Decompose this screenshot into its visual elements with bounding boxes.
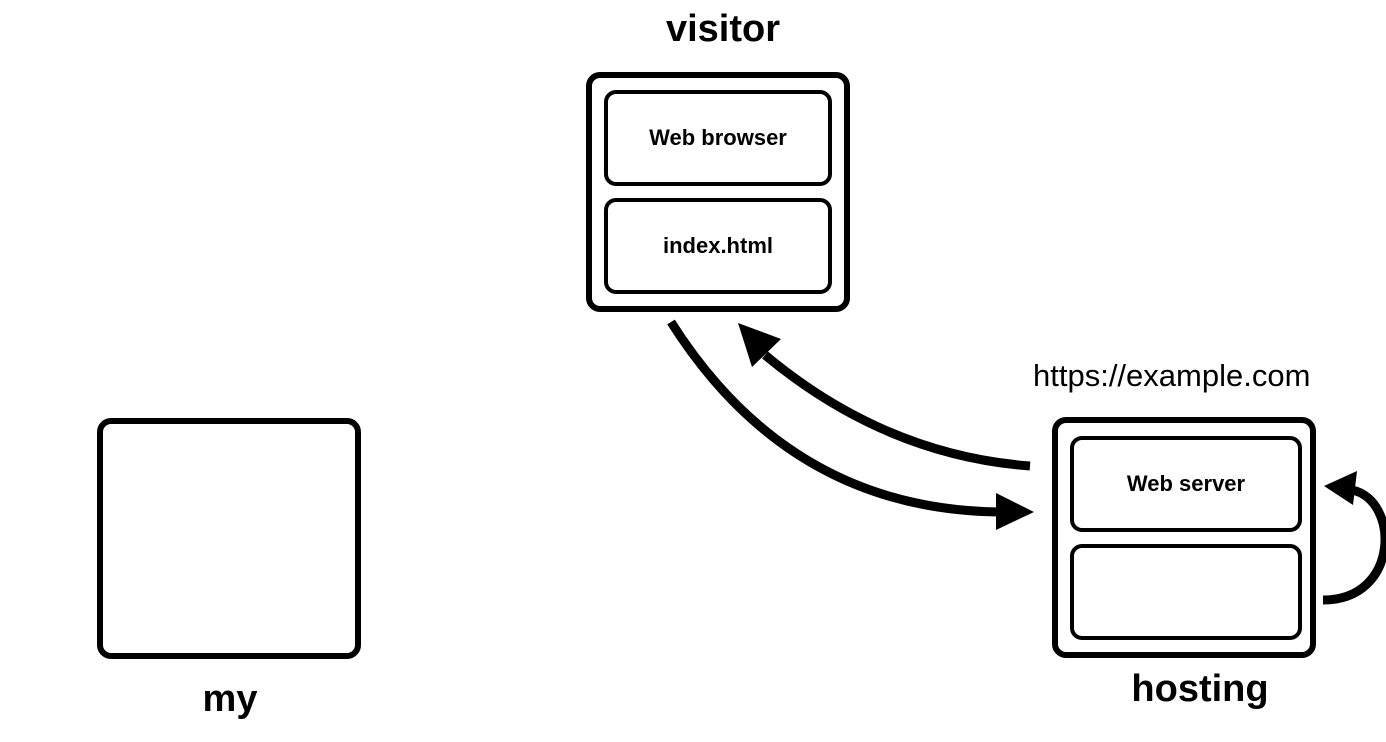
loop-arrow-curve (1322, 485, 1386, 605)
web-server-box: Web server (1070, 436, 1302, 532)
web-browser-box: Web browser (604, 90, 832, 186)
my-title: my (202, 678, 258, 720)
response-arrow-curve (762, 351, 1031, 471)
visitor-box: Web browser index.html (586, 72, 850, 312)
request-arrow-head (996, 493, 1034, 530)
hosting-title: hosting (1131, 668, 1269, 710)
loop-arrow-head (1324, 471, 1357, 505)
hosting-empty-slot (1070, 544, 1302, 640)
hosting-url: https://example.com (1033, 358, 1311, 393)
visitor-title: visitor (665, 8, 781, 50)
web-browser-label: Web browser (649, 125, 787, 150)
index-html-box: index.html (604, 198, 832, 294)
index-html-label: index.html (662, 233, 773, 258)
request-arrow-curve (667, 319, 1001, 517)
response-arrow-head (738, 323, 781, 367)
my-box (97, 418, 361, 659)
web-server-label: Web server (1126, 471, 1246, 496)
hosting-box: Web server (1052, 417, 1316, 658)
